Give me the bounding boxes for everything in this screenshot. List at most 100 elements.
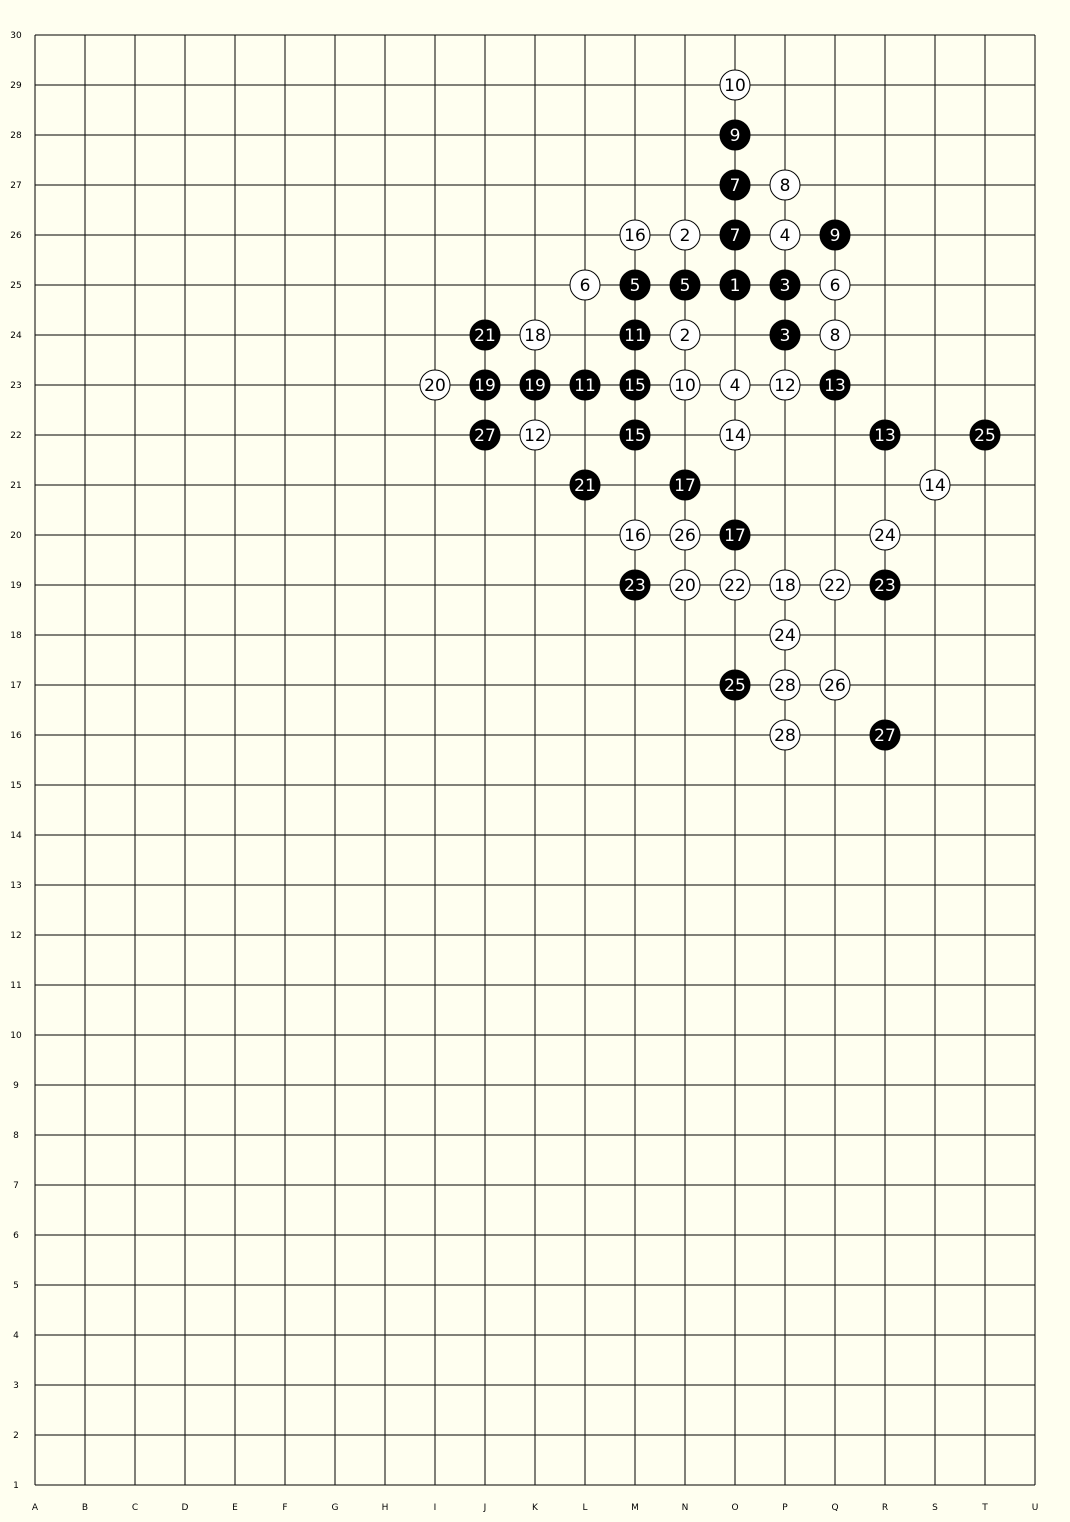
row-label-16: 16	[10, 731, 22, 741]
stone-circle	[769, 319, 801, 351]
stone-black-M24: 11	[619, 319, 651, 351]
move-number: 11	[624, 326, 646, 346]
stone-circle	[519, 369, 551, 401]
stone-white-Q17: 26	[819, 669, 851, 701]
move-number: 3	[780, 326, 791, 346]
row-label-23: 23	[10, 381, 21, 391]
column-label-F: F	[282, 1503, 287, 1513]
move-number: 10	[674, 376, 696, 396]
stone-white-M26: 16	[619, 219, 651, 251]
move-number: 17	[724, 526, 746, 546]
row-label-24: 24	[10, 331, 22, 341]
stone-circle	[769, 619, 801, 651]
column-label-P: P	[782, 1503, 788, 1513]
move-number: 20	[674, 576, 696, 596]
stone-black-J22: 27	[469, 419, 501, 451]
move-number: 6	[580, 276, 591, 296]
column-label-E: E	[232, 1503, 238, 1513]
stone-white-O22: 14	[719, 419, 751, 451]
stone-circle	[519, 319, 551, 351]
column-label-Q: Q	[831, 1503, 838, 1513]
row-label-1: 1	[13, 1481, 19, 1491]
stone-circle	[669, 569, 701, 601]
stone-white-I23: 20	[419, 369, 451, 401]
stone-circle	[869, 569, 901, 601]
stone-circle	[619, 269, 651, 301]
move-number: 18	[774, 576, 796, 596]
stone-circle	[769, 369, 801, 401]
move-number: 25	[974, 426, 996, 446]
stone-circle	[769, 269, 801, 301]
move-number: 11	[574, 376, 596, 396]
stone-circle	[669, 369, 701, 401]
move-number: 2	[680, 226, 691, 246]
column-label-G: G	[332, 1503, 339, 1513]
row-labels: 3029282726252423222120191817161514131211…	[10, 31, 22, 1491]
stone-circle	[819, 369, 851, 401]
column-label-D: D	[182, 1503, 189, 1513]
stone-circle	[719, 119, 751, 151]
stone-white-O19: 22	[719, 569, 751, 601]
stone-black-T22: 25	[969, 419, 1001, 451]
column-label-N: N	[682, 1503, 689, 1513]
stone-circle	[669, 319, 701, 351]
stone-circle	[869, 519, 901, 551]
move-number: 9	[730, 126, 741, 146]
column-label-R: R	[882, 1503, 888, 1513]
stone-white-P16: 28	[769, 719, 801, 751]
stone-circle	[969, 419, 1001, 451]
stone-white-R20: 24	[869, 519, 901, 551]
row-label-4: 4	[13, 1331, 19, 1341]
stone-white-O23: 4	[719, 369, 751, 401]
stone-black-Q26: 9	[819, 219, 851, 251]
stone-circle	[769, 569, 801, 601]
row-label-26: 26	[10, 231, 22, 241]
stone-circle	[719, 519, 751, 551]
stone-circle	[619, 319, 651, 351]
stone-white-N26: 2	[669, 219, 701, 251]
stone-circle	[719, 69, 751, 101]
stone-circle	[769, 669, 801, 701]
row-label-8: 8	[13, 1131, 19, 1141]
stone-white-Q25: 6	[819, 269, 851, 301]
stone-white-O29: 10	[719, 69, 751, 101]
stone-circle	[819, 319, 851, 351]
stone-black-O17: 25	[719, 669, 751, 701]
move-number: 12	[524, 426, 546, 446]
move-number: 22	[824, 576, 846, 596]
stone-circle	[819, 569, 851, 601]
stone-white-P17: 28	[769, 669, 801, 701]
stone-white-P18: 24	[769, 619, 801, 651]
row-label-11: 11	[10, 981, 21, 991]
stone-white-S21: 14	[919, 469, 951, 501]
column-label-S: S	[932, 1503, 938, 1513]
move-number: 16	[624, 526, 646, 546]
stone-circle	[819, 269, 851, 301]
move-number: 28	[774, 726, 796, 746]
stone-white-N24: 2	[669, 319, 701, 351]
stone-black-M19: 23	[619, 569, 651, 601]
row-label-12: 12	[10, 931, 21, 941]
move-number: 5	[680, 276, 691, 296]
stone-circle	[569, 469, 601, 501]
stone-circle	[619, 369, 651, 401]
row-label-29: 29	[10, 81, 22, 91]
stone-circle	[719, 169, 751, 201]
row-label-7: 7	[13, 1181, 19, 1191]
move-number: 7	[730, 226, 741, 246]
stone-black-J23: 19	[469, 369, 501, 401]
stone-circle	[619, 219, 651, 251]
move-number: 16	[624, 226, 646, 246]
column-label-M: M	[631, 1503, 639, 1513]
column-label-C: C	[132, 1503, 138, 1513]
column-label-J: J	[483, 1503, 487, 1513]
stone-black-N25: 5	[669, 269, 701, 301]
move-number: 27	[874, 726, 896, 746]
stone-circle	[619, 519, 651, 551]
stone-circle	[719, 269, 751, 301]
stone-white-P26: 4	[769, 219, 801, 251]
stone-circle	[719, 219, 751, 251]
stone-circle	[719, 669, 751, 701]
